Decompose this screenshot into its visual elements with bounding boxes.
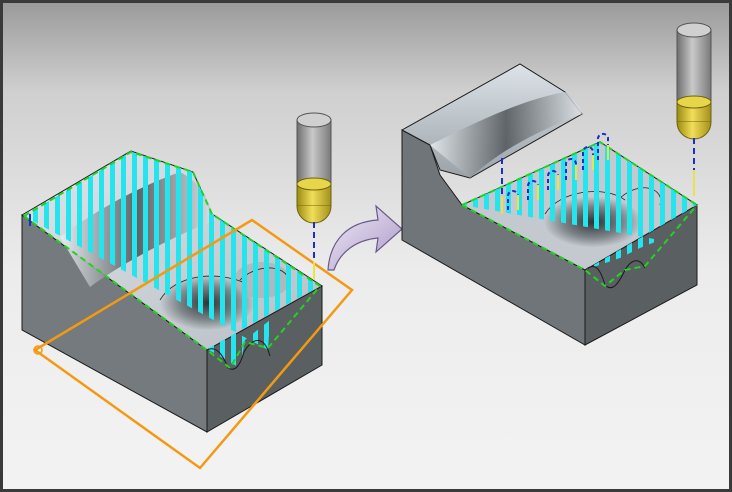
left-boundary <box>23 150 321 287</box>
ball-end-mill-icon <box>296 112 332 280</box>
origin-marker-icon <box>33 345 43 355</box>
curved-arrow-icon <box>327 204 403 271</box>
right-boundary <box>461 140 698 206</box>
ball-end-mill-icon <box>676 22 712 196</box>
left-workpiece <box>21 150 323 433</box>
retract-moves <box>501 132 609 214</box>
drive-plane-outline <box>32 218 354 470</box>
